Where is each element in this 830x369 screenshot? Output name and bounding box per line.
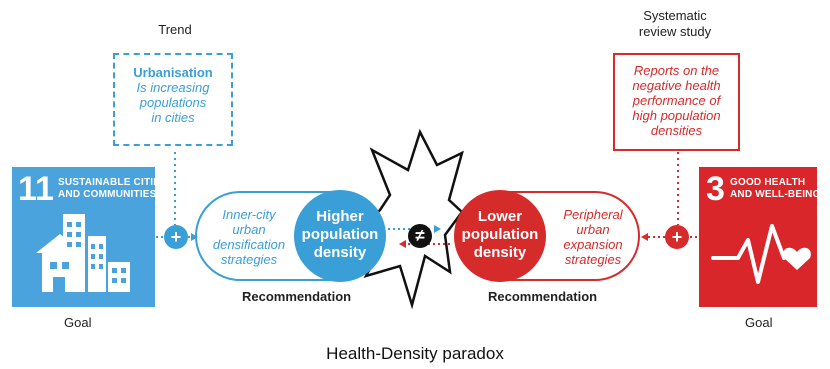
sdg3-title: GOOD HEALTH AND WELL-BEING bbox=[730, 177, 821, 201]
higher-density-label: Higher population density bbox=[294, 208, 386, 262]
sdg11-title-line2: AND COMMUNITIES bbox=[58, 189, 157, 200]
review-box-line: performance of bbox=[632, 93, 721, 108]
review-label-line2: review study bbox=[638, 24, 712, 39]
lower-density-line: Lower bbox=[477, 208, 523, 225]
higher-density-line: population bbox=[301, 226, 379, 243]
higher-density-line: Higher bbox=[316, 208, 364, 225]
not-equal-sign: ≠ bbox=[415, 226, 425, 245]
goal-right: Goal bbox=[745, 315, 773, 330]
review-label-line1: Systematic bbox=[643, 8, 707, 23]
left-strategy-line: urban bbox=[232, 222, 266, 237]
trend-box-line: in cities bbox=[151, 110, 195, 125]
right-strategy-line: urban bbox=[576, 222, 610, 237]
review-box: Reports on the negative health performan… bbox=[613, 53, 740, 151]
higher-density-line: density bbox=[313, 244, 367, 261]
sdg11-title-line1: SUSTAINABLE CITIES bbox=[58, 177, 167, 188]
right-strategy-line: strategies bbox=[564, 252, 622, 267]
mid-arrowhead-top bbox=[434, 225, 441, 233]
left-strategy-line: densification bbox=[212, 237, 286, 252]
higher-density-circle bbox=[294, 190, 386, 282]
left-strategy-text: Inner-city urban densification strategie… bbox=[205, 207, 293, 267]
review-box-line: high population bbox=[632, 108, 721, 123]
right-strategy-line: Peripheral bbox=[563, 207, 623, 222]
recommendation-left: Recommendation bbox=[242, 289, 352, 304]
plus-sign-left: + bbox=[170, 227, 182, 247]
sdg3-title-line2: AND WELL-BEING bbox=[730, 189, 821, 200]
heartbeat-icon bbox=[711, 224, 811, 284]
lower-density-circle bbox=[454, 190, 546, 282]
plus-sign-right: + bbox=[671, 227, 683, 247]
left-strategy-line: strategies bbox=[220, 252, 278, 267]
arrowhead-left-a bbox=[191, 233, 198, 241]
trend-box: Urbanisation Is increasing populations i… bbox=[113, 53, 233, 146]
arrowhead-right-a bbox=[641, 233, 648, 241]
lower-density-label: Lower population density bbox=[454, 208, 546, 262]
review-box-line: densities bbox=[650, 123, 703, 138]
review-box-line: negative health bbox=[632, 78, 721, 93]
trend-box-line: populations bbox=[139, 95, 207, 110]
trend-label: Trend bbox=[158, 22, 192, 37]
trend-box-title: Urbanisation bbox=[133, 65, 213, 80]
recommendation-right: Recommendation bbox=[488, 289, 598, 304]
diagram-title: Health-Density paradox bbox=[326, 344, 504, 363]
review-label: Systematic review study bbox=[605, 8, 745, 40]
review-box-line: Reports on the bbox=[633, 63, 720, 78]
goal-left: Goal bbox=[64, 315, 92, 330]
lower-density-line: density bbox=[473, 244, 527, 261]
sdg3-title-line1: GOOD HEALTH bbox=[730, 177, 806, 188]
left-strategy-line: Inner-city bbox=[222, 207, 276, 222]
not-equal-circle bbox=[408, 224, 432, 248]
right-strategy-text: Peripheral urban expansion strategies bbox=[548, 207, 638, 267]
plus-circle-left bbox=[164, 225, 188, 249]
sdg3-number: 3 bbox=[706, 170, 725, 208]
right-strategy-line: expansion bbox=[563, 237, 623, 252]
trend-box-line: Is increasing bbox=[136, 80, 210, 95]
mid-arrowhead-bottom bbox=[399, 240, 406, 248]
sdg11-number: 11 bbox=[18, 170, 54, 208]
lower-density-line: population bbox=[461, 226, 539, 243]
sdg11-title: SUSTAINABLE CITIES AND COMMUNITIES bbox=[58, 177, 167, 201]
plus-circle-right bbox=[665, 225, 689, 249]
